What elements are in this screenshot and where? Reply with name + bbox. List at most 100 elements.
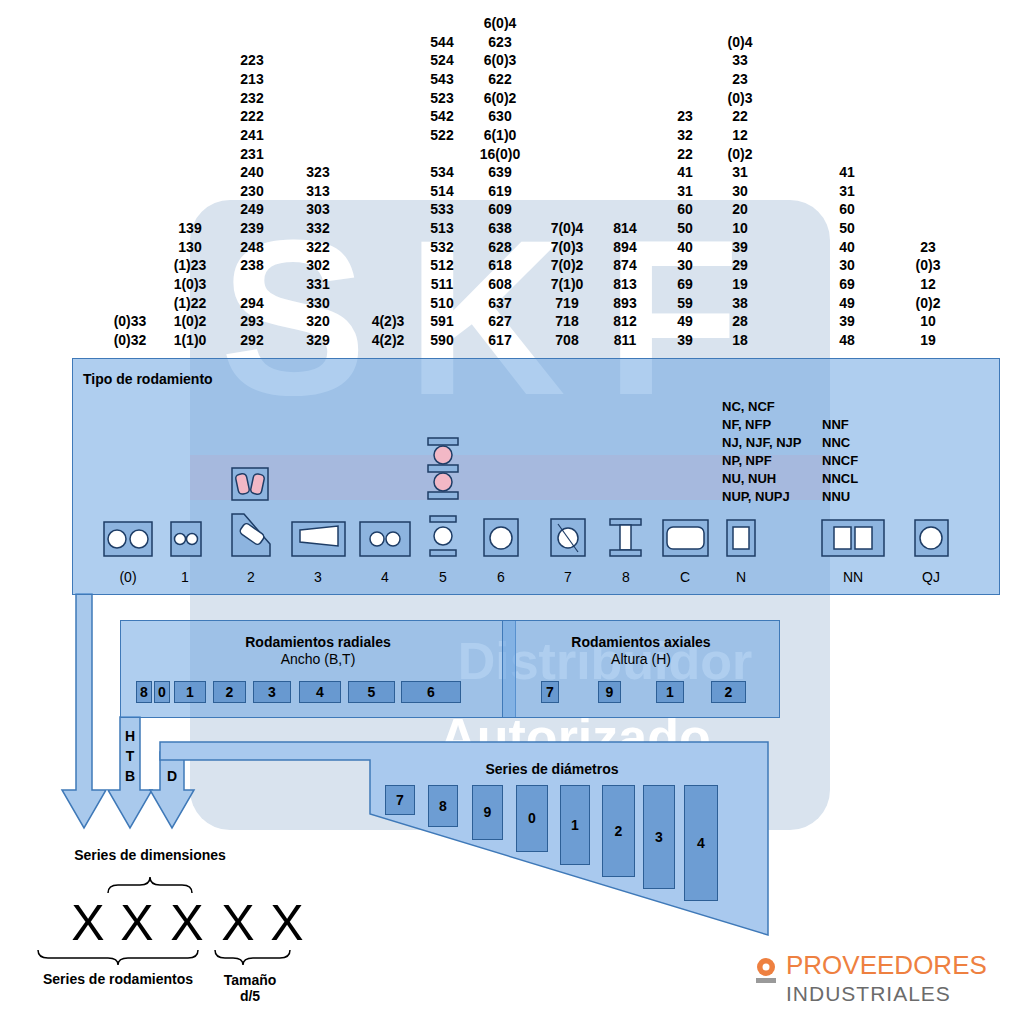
series-digit: 1	[186, 684, 194, 701]
series-code: 40	[677, 239, 693, 255]
thrust-ball-icon	[428, 438, 458, 556]
series-digit: 2	[725, 684, 733, 701]
series-code: 23	[920, 239, 936, 255]
series-code: 6(1)0	[484, 127, 517, 143]
series-code: (0)33	[114, 313, 147, 329]
series-code: 1(0)3	[174, 276, 207, 292]
designation-placeholder: X	[221, 895, 254, 953]
series-digit: 5	[368, 684, 376, 701]
series-code: 28	[732, 313, 748, 329]
series-code: 591	[430, 313, 453, 329]
series-code: 617	[488, 332, 511, 348]
series-code: 41	[839, 164, 855, 180]
series-code: 628	[488, 239, 511, 255]
series-code: 320	[306, 313, 329, 329]
series-code: (0)3	[916, 257, 941, 273]
bearing-type: 8	[622, 569, 630, 585]
series-digit: 0	[528, 810, 536, 827]
panel-heading: Rodamientos radiales	[121, 634, 515, 651]
series-code: 4(2)3	[372, 313, 405, 329]
panel-heading: Rodamientos axiales	[503, 634, 779, 651]
series-code: 39	[732, 239, 748, 255]
series-code: 512	[430, 257, 453, 273]
series-code: 719	[555, 295, 578, 311]
series-code: 139	[178, 220, 201, 236]
series-box: 9	[472, 785, 503, 840]
series-code: 638	[488, 220, 511, 236]
brand-text: INDUSTRIALES	[786, 982, 951, 1006]
series-code: 812	[613, 313, 636, 329]
series-code: 294	[240, 295, 263, 311]
series-code: (0)4	[728, 34, 753, 50]
spherical-roller-icon	[232, 468, 270, 556]
series-code: 544	[430, 34, 453, 50]
series-code: 69	[677, 276, 693, 292]
double-row-ball-icon	[360, 522, 410, 556]
series-code: 60	[839, 201, 855, 217]
dimension-letter: D	[167, 768, 177, 784]
designation-placeholder: X	[170, 895, 203, 953]
series-digit: 8	[439, 798, 447, 815]
series-code: 7(0)3	[551, 239, 584, 255]
series-digit: 4	[316, 684, 324, 701]
series-code: (1)23	[174, 257, 207, 273]
series-digit: 9	[484, 804, 492, 821]
series-code: 213	[240, 71, 263, 87]
series-code: 240	[240, 164, 263, 180]
series-box: 5	[348, 681, 395, 703]
design-code: NNF	[822, 418, 849, 433]
series-box: 1	[656, 681, 684, 703]
series-code: 329	[306, 332, 329, 348]
series-code: 514	[430, 183, 453, 199]
series-digit: 1	[571, 817, 579, 834]
series-code: 7(0)4	[551, 220, 584, 236]
bearing-type: 2	[247, 569, 255, 585]
designation-placeholder: X	[120, 895, 153, 953]
series-code: 40	[839, 239, 855, 255]
series-digit: 2	[615, 823, 623, 840]
series-code: 39	[677, 332, 693, 348]
type-panel: Tipo de rodamiento	[72, 358, 1000, 595]
series-digit: 2	[226, 684, 234, 701]
series-code: 19	[920, 332, 936, 348]
double-cylindrical-icon	[822, 520, 884, 556]
series-code: 30	[732, 183, 748, 199]
series-code: 313	[306, 183, 329, 199]
brace	[108, 877, 192, 893]
panel-subheading: Altura (H)	[503, 651, 779, 668]
design-code: NP, NPF	[722, 454, 772, 469]
angular-contact-icon	[551, 519, 585, 556]
carb-icon	[663, 520, 708, 556]
series-code: 303	[306, 201, 329, 217]
tapered-roller-icon	[292, 522, 345, 556]
brace	[38, 950, 198, 965]
series-code: 38	[732, 295, 748, 311]
design-code: NC, NCF	[722, 400, 775, 415]
series-code: 223	[240, 52, 263, 68]
series-code: 322	[306, 239, 329, 255]
bearing-type: NN	[843, 569, 863, 585]
series-code: 130	[178, 239, 201, 255]
series-code: 12	[732, 127, 748, 143]
series-box: 8	[428, 785, 458, 827]
series-code: 49	[839, 295, 855, 311]
series-code: 18	[732, 332, 748, 348]
series-code: 637	[488, 295, 511, 311]
series-code: 619	[488, 183, 511, 199]
series-code: 533	[430, 201, 453, 217]
series-code: 534	[430, 164, 453, 180]
series-code: 332	[306, 220, 329, 236]
series-code: 41	[677, 164, 693, 180]
series-box: 7	[385, 785, 415, 815]
series-digit: 4	[697, 835, 705, 852]
series-box: 7	[541, 681, 559, 703]
series-code: 69	[839, 276, 855, 292]
series-box: 2	[711, 681, 746, 703]
series-digit: 9	[606, 684, 614, 701]
design-code: NJ, NJF, NJP	[722, 436, 801, 451]
series-code: 813	[613, 276, 636, 292]
series-code: 6(0)3	[484, 52, 517, 68]
series-code: 622	[488, 71, 511, 87]
series-code: 19	[732, 276, 748, 292]
series-code: 20	[732, 201, 748, 217]
